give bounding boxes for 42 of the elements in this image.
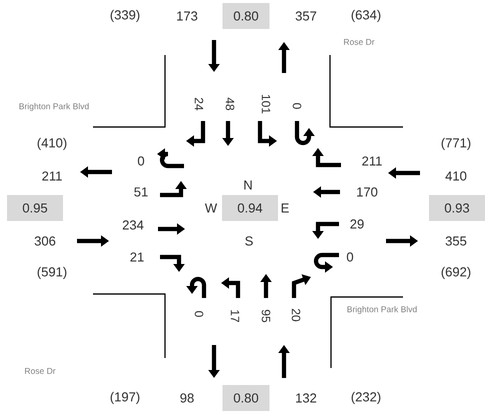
volume-number: (339) — [110, 10, 140, 22]
volume-number: 306 — [34, 236, 56, 246]
factor-box: 0.94 — [222, 195, 278, 221]
street-name: Rose Dr — [25, 368, 56, 374]
factor-box: 0.80 — [222, 385, 270, 411]
volume-number: 357 — [296, 11, 316, 21]
street-name: Brighton Park Blvd — [348, 306, 417, 314]
volume-number: 0 — [138, 156, 144, 166]
street-name: Brighton Park Blvd — [20, 103, 89, 111]
volume-number: 24 — [194, 98, 204, 110]
volume-number: 234 — [122, 220, 144, 230]
volume-number: 98 — [180, 393, 194, 403]
volume-number: 211 — [42, 171, 62, 181]
volume-number: 410 — [445, 171, 466, 181]
volume-number: 29 — [350, 219, 364, 229]
volume-number: 355 — [446, 236, 466, 246]
volume-number: 0 — [292, 103, 302, 109]
street-name: Rose Dr — [344, 39, 374, 45]
volume-number: 17 — [230, 310, 240, 322]
volume-number: (410) — [38, 138, 66, 150]
volume-number: 0 — [194, 311, 204, 317]
volume-number: 95 — [262, 310, 270, 322]
volume-number: 0 — [346, 252, 354, 262]
volume-number: (232) — [352, 392, 380, 404]
factor-box: 0.93 — [429, 195, 485, 221]
volume-number: 132 — [296, 393, 316, 403]
factor-box: 0.80 — [222, 3, 270, 29]
volume-number: (771) — [442, 138, 470, 150]
volume-number: 51 — [134, 187, 148, 197]
volume-number: (692) — [442, 266, 470, 280]
volume-number: 20 — [292, 308, 300, 322]
volume-number: 101 — [262, 94, 270, 114]
factor-box: 0.95 — [7, 195, 63, 221]
volume-number: (591) — [38, 266, 66, 280]
volume-number: (634) — [352, 10, 380, 22]
volume-number: 21 — [130, 252, 144, 262]
volume-number: 48 — [226, 98, 234, 110]
volume-number: 170 — [357, 187, 378, 197]
volume-number: S — [245, 236, 253, 246]
volume-number: 211 — [362, 156, 382, 166]
volume-number: 173 — [177, 11, 198, 21]
volume-number: (197) — [110, 392, 140, 404]
